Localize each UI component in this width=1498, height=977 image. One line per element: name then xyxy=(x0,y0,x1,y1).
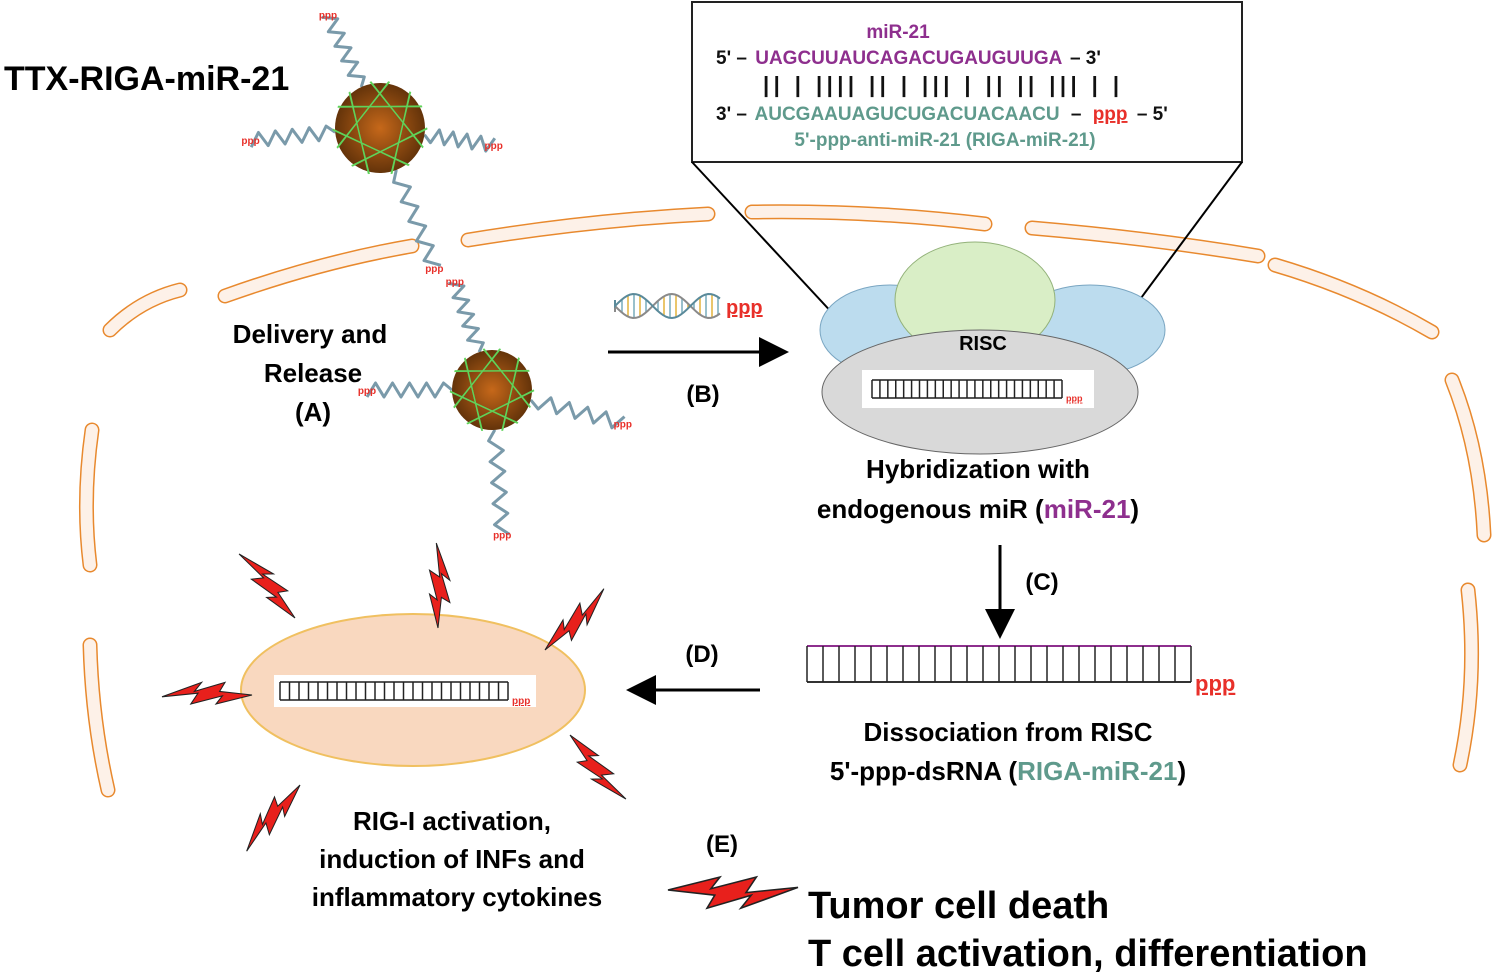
construct-title: TTX-RIGA-miR-21 xyxy=(4,60,289,98)
rna-strand: ppp xyxy=(392,169,444,275)
ppp-dsrna: ppp xyxy=(806,645,1235,696)
step-d-label: (D) xyxy=(685,641,718,668)
lightning-bolt-icon xyxy=(667,875,799,910)
lightning-bolt-icon xyxy=(161,681,253,705)
svg-text:inflammatory cytokines: inflammatory cytokines xyxy=(312,882,602,912)
membrane-segment xyxy=(460,206,716,248)
top-strand: 5' – UAGCUUAUCAGACUGAUGUUGA – 3' xyxy=(716,48,1101,69)
nanoparticle: ppp ppp ppp ppp xyxy=(358,277,632,541)
ppp-label: ppp xyxy=(726,297,763,319)
risc-label: RISC xyxy=(959,333,1007,355)
svg-text:Hybridization with: Hybridization with xyxy=(866,454,1090,484)
ppp-label: ppp xyxy=(319,10,337,21)
membrane-segment xyxy=(78,422,100,573)
sequence-box: miR-21 5' – UAGCUUAUCAGACUGAUGUUGA – 3' … xyxy=(691,1,1243,361)
svg-text:Delivery and: Delivery and xyxy=(233,319,388,349)
rna-strand: ppp xyxy=(241,124,337,148)
svg-text:T cell activation, differentia: T cell activation, differentiation xyxy=(808,933,1368,975)
lightning-bolt-icon xyxy=(238,553,296,619)
step-e-label: (E) xyxy=(706,831,738,858)
membrane-segment xyxy=(82,637,116,798)
rna-strand: ppp xyxy=(319,10,366,88)
membrane-segment xyxy=(1267,257,1440,340)
ppp-label: ppp xyxy=(358,386,376,397)
ppp-label: ppp xyxy=(425,264,443,275)
svg-text:RIG-I activation,: RIG-I activation, xyxy=(353,806,551,836)
ppp-label: ppp xyxy=(614,419,632,430)
free-dsrna: ppp xyxy=(614,293,763,319)
lightning-bolt-icon xyxy=(544,588,605,651)
step-b-label: (B) xyxy=(686,381,719,408)
step-a-label: Delivery and Release (A) xyxy=(233,319,388,427)
rna-strand: ppp xyxy=(423,128,503,153)
svg-text:(A): (A) xyxy=(295,397,331,427)
strand xyxy=(614,293,721,319)
anti-mir-label: 5'-ppp-anti-miR-21 (RIGA-miR-21) xyxy=(794,130,1095,151)
ppp-label: ppp xyxy=(446,277,464,288)
hybridization-label: Hybridization with endogenous miR (miR-2… xyxy=(817,454,1139,524)
ppp-label: ppp xyxy=(1195,671,1235,696)
membrane-segment xyxy=(217,238,420,304)
membrane-segment xyxy=(744,204,993,232)
step-c-label: (C) xyxy=(1025,569,1058,596)
risc-complex: RISC ppp xyxy=(819,241,1166,455)
ppp-label: ppp xyxy=(485,141,503,152)
signal-bolts xyxy=(161,542,799,910)
membrane-segment xyxy=(102,282,188,338)
strand xyxy=(614,293,721,319)
nanoparticle: ppp ppp ppp ppp xyxy=(241,10,502,274)
membrane-segment xyxy=(1444,372,1492,543)
rna-strand: ppp xyxy=(358,381,453,399)
rna-strand: ppp xyxy=(487,429,511,542)
rig-i-label: RIG-I activation, induction of INFs and … xyxy=(312,806,602,912)
membrane-segment xyxy=(1452,582,1480,773)
ppp-label: ppp xyxy=(1066,394,1083,404)
ppp-label: ppp xyxy=(241,136,259,147)
svg-text:induction of INFs and: induction of INFs and xyxy=(319,844,585,874)
svg-text:Tumor cell death: Tumor cell death xyxy=(808,885,1109,927)
svg-text:5'-ppp-dsRNA (RIGA-miR-21): 5'-ppp-dsRNA (RIGA-miR-21) xyxy=(830,756,1186,786)
dissociation-label: Dissociation from RISC 5'-ppp-dsRNA (RIG… xyxy=(830,717,1186,786)
svg-text:endogenous miR (miR-21): endogenous miR (miR-21) xyxy=(817,494,1139,524)
cell-membrane xyxy=(78,204,1492,798)
rig-i-complex: ppp xyxy=(240,613,586,767)
lightning-bolt-icon xyxy=(569,734,627,800)
svg-text:Dissociation from RISC: Dissociation from RISC xyxy=(864,717,1153,747)
rna-strand: ppp xyxy=(529,396,632,430)
lightning-bolt-icon xyxy=(428,542,452,629)
mir21-label: miR-21 xyxy=(866,22,930,43)
lightning-bolt-icon xyxy=(246,784,301,852)
outcome-label: Tumor cell death T cell activation, diff… xyxy=(808,885,1368,975)
membrane-segment xyxy=(1024,220,1266,264)
bottom-strand: 3' – AUCGAAUAGUCUGACUACAACU – ppp – 5' xyxy=(716,104,1168,125)
ppp-label: ppp xyxy=(512,696,530,707)
svg-text:Release: Release xyxy=(264,358,362,388)
ppp-label: ppp xyxy=(493,531,511,542)
rna-strand: ppp xyxy=(446,277,485,353)
